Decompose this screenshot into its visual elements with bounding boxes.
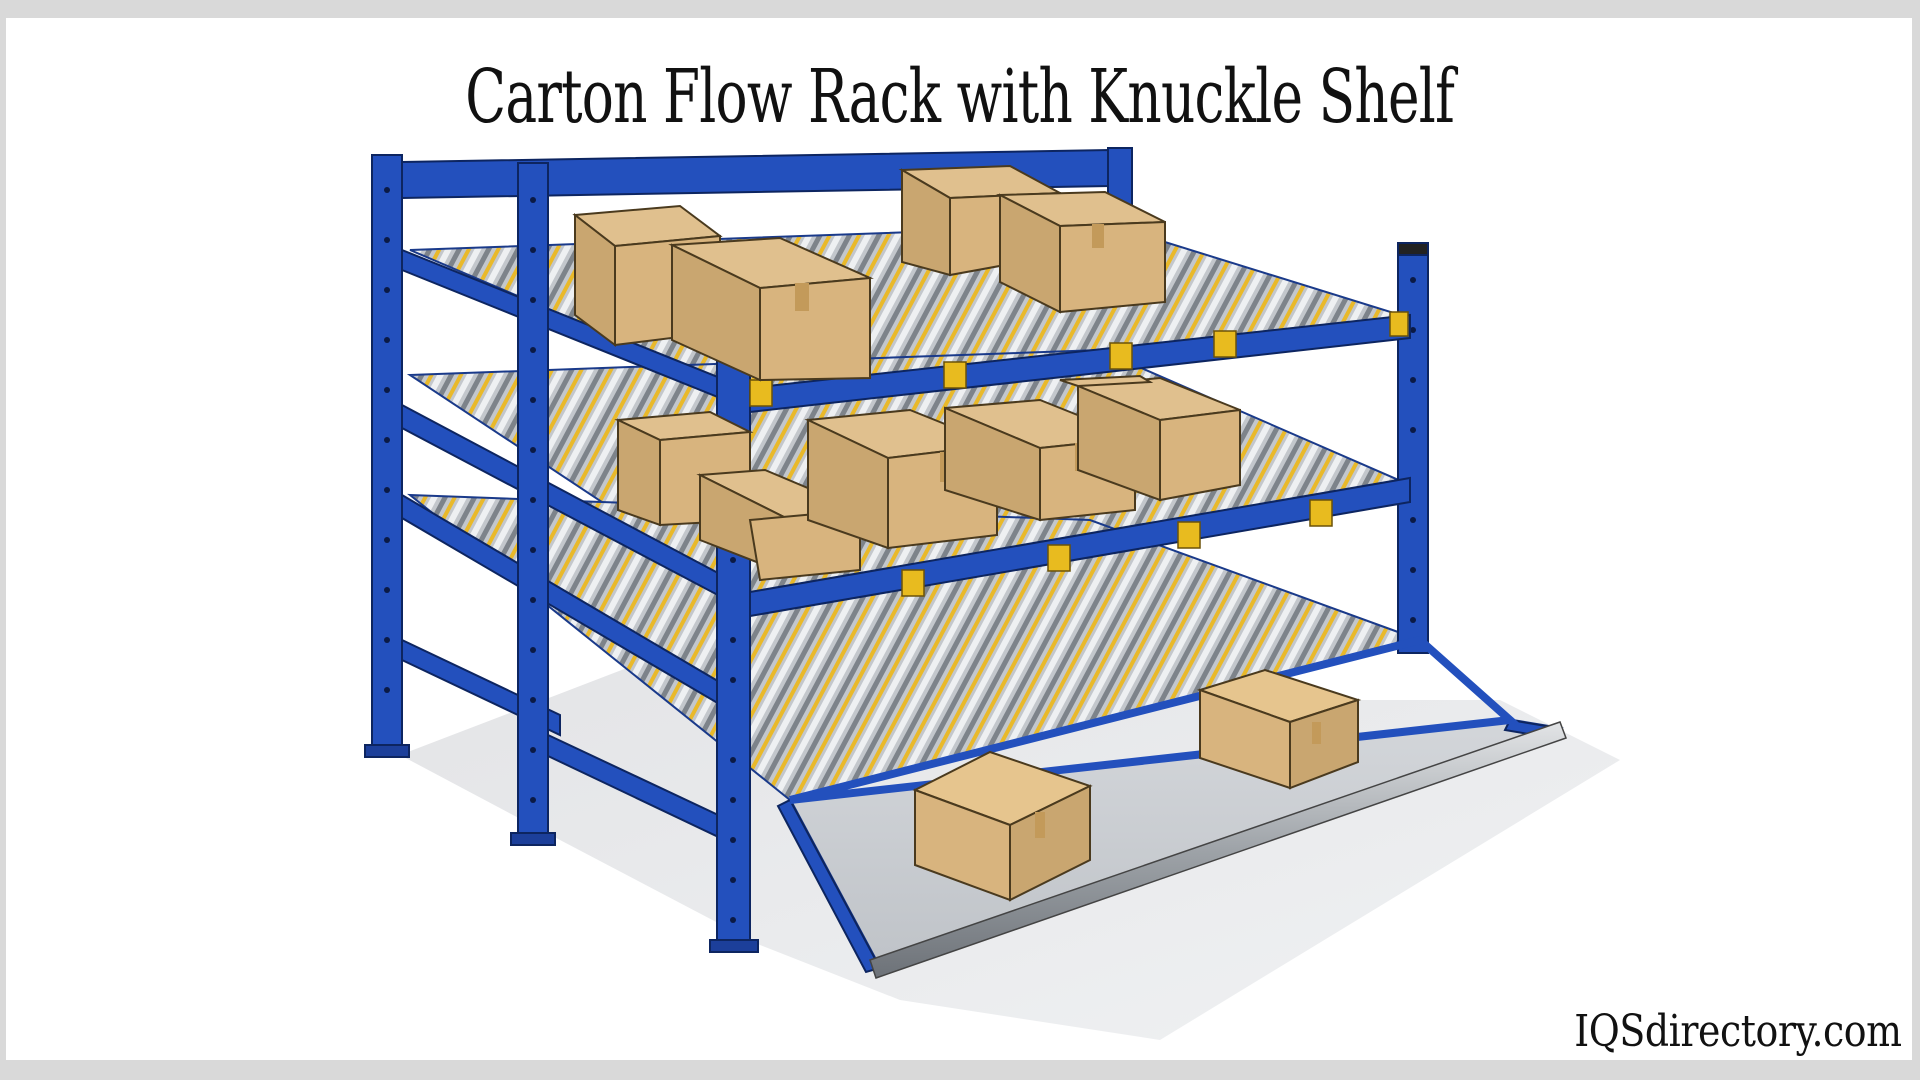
carton xyxy=(1059,374,1154,388)
post-front-left xyxy=(716,284,751,946)
carton xyxy=(898,164,1064,277)
carton xyxy=(912,750,1093,902)
carton xyxy=(1196,668,1362,790)
page-title: Carton Flow Rack with Knuckle Shelf xyxy=(465,54,1456,140)
cartons xyxy=(572,164,1241,582)
post-back-right xyxy=(1397,242,1429,654)
knuckle-shelf-cartons xyxy=(912,668,1362,902)
left-side-beams xyxy=(401,248,751,854)
beam-brackets xyxy=(749,311,1409,597)
post-back-left xyxy=(371,154,403,751)
site-watermark: IQSdirectory.com xyxy=(1574,1006,1903,1057)
carton xyxy=(996,190,1166,314)
carton xyxy=(1077,376,1241,502)
upright-posts xyxy=(364,154,1429,953)
carton xyxy=(668,236,874,382)
